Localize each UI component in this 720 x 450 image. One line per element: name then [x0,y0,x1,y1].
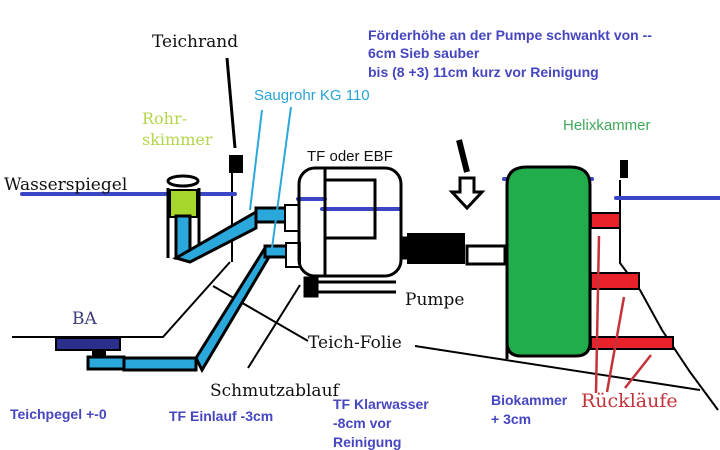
drum-filter [297,166,410,298]
drum-filter-dirt-outlet [303,276,319,298]
note-biokammer-2: + 3cm [491,411,531,427]
ba-pipe-stub [86,355,126,371]
label-tf-oder-ebf: TF oder EBF [307,148,393,165]
liner-inner [247,284,301,369]
teichrand-pointer [225,57,237,149]
return-pipe-3 [590,336,674,350]
teichrand-post [229,155,243,173]
note-teichpegel: Teichpegel +-0 [10,406,107,422]
label-helixkammer: Helixkammer [563,117,651,134]
rohrskimmer [166,174,201,258]
helix-chamber [505,165,592,359]
teich-folie-pointers [212,285,701,391]
label-rohrskimmer-1: Rohr- [142,109,187,128]
ba-pipe-horizontal [122,356,198,372]
skimmer-pipe-diagonal [172,209,258,264]
ba-pipe-diagonal [194,245,275,374]
label-pumpe: Pumpe [405,290,464,310]
pump-arrow-pointer [456,139,470,173]
pump-arrow [448,139,486,211]
liner-left-bottom [12,261,231,338]
bottom-drain-pipe [55,242,301,374]
note-tf-klarwasser-3: Reinigung [333,434,401,450]
ba-drain [55,337,121,351]
note-tf-klarwasser-2: -8cm vor [333,415,392,431]
label-teichrand: Teichrand [152,32,238,52]
ruecklaeufe-pointer-3 [624,354,652,389]
pump-body [407,233,465,264]
folie-pointer-1 [212,285,309,342]
saugrohr-pointer-2 [271,106,292,249]
drum-filter-housing [297,166,403,278]
ba-stem [92,350,106,358]
label-schmutzablauf: Schmutzablauf [210,381,341,401]
skimmer-top-ring [166,174,200,188]
note-tf-einlauf: TF Einlauf -3cm [169,408,273,424]
ruecklaeufe-pointers [594,235,652,394]
label-teich-folie: Teich-Folie [308,333,402,353]
folie-pointer-2 [414,345,701,391]
label-saugrohr: Saugrohr KG 110 [254,87,370,104]
label-wasserspiegel: Wasserspiegel [4,175,127,195]
pump-outlet-pipe [465,244,507,266]
ruecklaeufe-pointer-2 [605,296,626,393]
liner-right [619,180,719,411]
label-ba: BA [72,309,97,329]
arrow-down-icon [448,176,486,211]
saugrohr-pointer-1 [249,109,263,211]
tf-inlet-flange-upper [284,204,300,232]
drum-filter-screen [323,178,377,240]
saugrohr-pointers [249,106,292,249]
return-pipe-2 [590,272,640,290]
label-rohrskimmer-2: skimmer [142,130,213,149]
skimmer-body [169,189,198,218]
return-pipe-1 [590,212,621,229]
pump [407,233,507,266]
note-foerderhoehe-line2: 6cm Sieb sauber [368,45,480,61]
note-foerderhoehe-line3: bis (8 +3) 11cm kurz vor Reinigung [368,64,599,80]
note-biokammer-1: Biokammer [491,392,568,408]
return-pipes [590,212,674,350]
helix-chamber-body [505,165,592,359]
ruecklaeufe-pointer-1 [594,235,601,394]
label-ruecklaeufe: Rückläufe [581,390,678,412]
note-tf-klarwasser-1: TF Klarwasser [333,396,429,412]
drum-filter-right-flange [399,236,410,260]
note-foerderhoehe-line1: Förderhöhe an der Pumpe schwankt von -- [368,27,652,43]
right-wall-post [620,160,628,178]
